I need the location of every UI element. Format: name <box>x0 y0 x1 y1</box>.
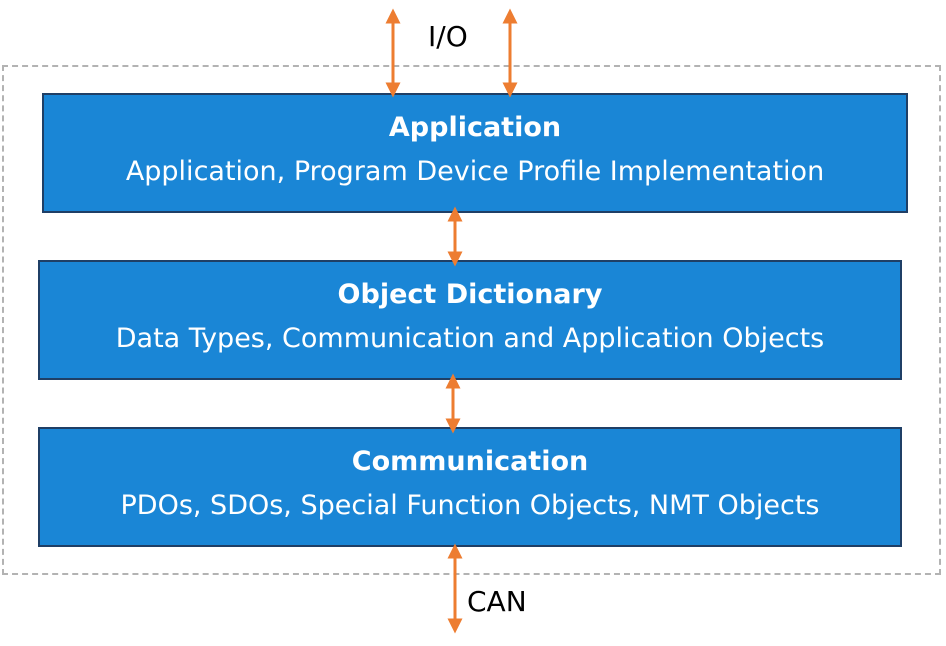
application-layer-title: Application <box>388 112 562 143</box>
device-boundary <box>2 65 941 575</box>
object-dictionary-layer-description: Data Types, Communication and Applicatio… <box>115 323 825 354</box>
io-label: I/O <box>428 20 468 53</box>
application-layer: Application Application, Program Device … <box>42 93 908 213</box>
can-label: CAN <box>467 585 527 618</box>
application-layer-description: Application, Program Device Profile Impl… <box>125 156 825 187</box>
communication-layer-description: PDOs, SDOs, Special Function Objects, NM… <box>120 490 820 521</box>
communication-layer: Communication PDOs, SDOs, Special Functi… <box>38 427 902 547</box>
object-dictionary-layer: Object Dictionary Data Types, Communicat… <box>38 260 902 380</box>
object-dictionary-layer-title: Object Dictionary <box>337 279 603 310</box>
communication-layer-title: Communication <box>351 446 589 477</box>
